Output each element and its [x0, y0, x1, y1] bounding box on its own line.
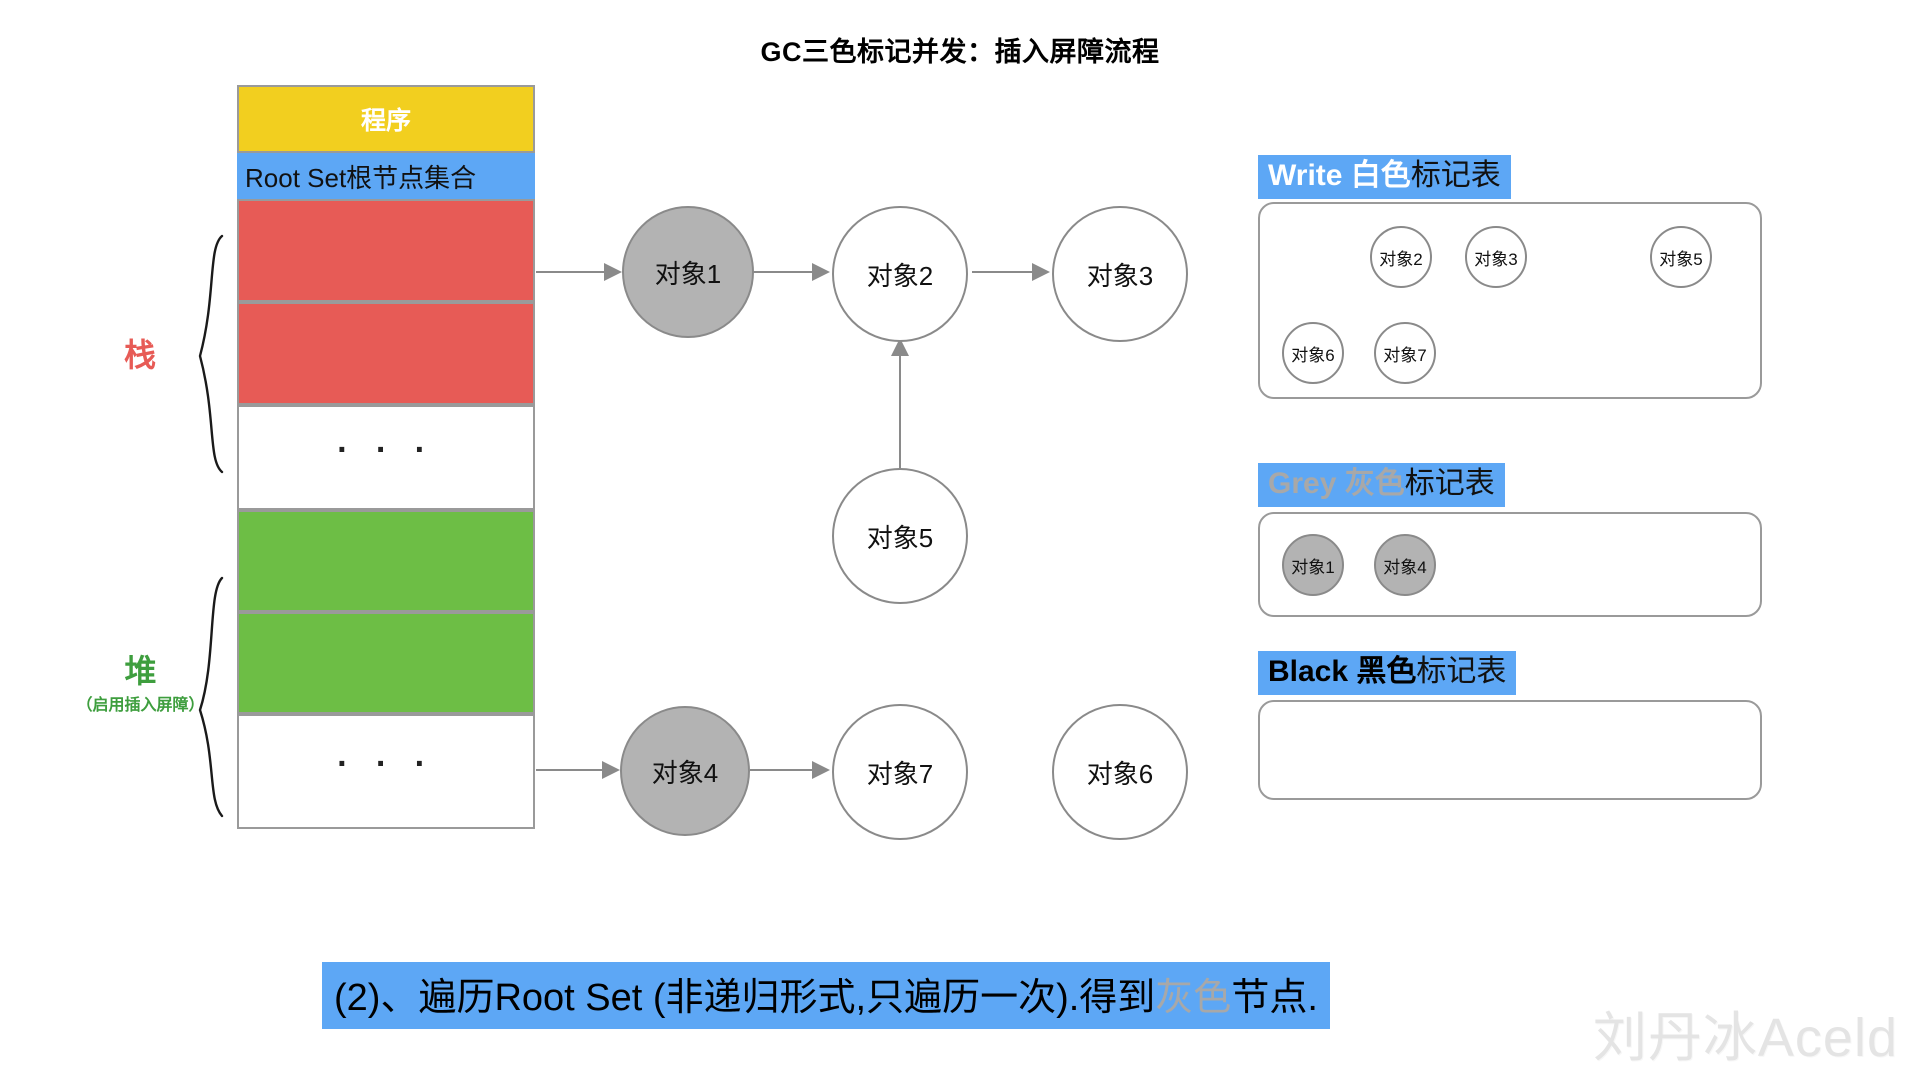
- graph-node-obj4[interactable]: 对象4: [620, 706, 750, 836]
- grey-table-title-color: 灰色: [1344, 467, 1405, 500]
- heap-region-label: 堆 （启用插入屏障）: [58, 653, 223, 715]
- white-mark-table: 对象2 对象3 对象5 对象6 对象7: [1258, 202, 1762, 399]
- black-table-title-tail: 标记表: [1416, 655, 1507, 688]
- heap-ellipsis-label: · · ·: [337, 745, 435, 783]
- watermark: 刘丹冰Aceld: [1592, 1008, 1898, 1068]
- white-table-chip-obj7-label: 对象7: [1383, 345, 1427, 365]
- stack-region-label: 栈: [123, 337, 156, 373]
- caption-prefix: (2)、遍历Root Set (非递归形式,只遍历一次).得到: [334, 977, 1156, 1019]
- graph-node-obj2-label: 对象2: [866, 260, 934, 291]
- white-table-title-tail: 标记表: [1410, 159, 1501, 192]
- graph-node-obj4-label: 对象4: [651, 757, 719, 788]
- black-table-title-en: Black: [1268, 655, 1349, 688]
- white-table-chip-obj2[interactable]: 对象2: [1370, 226, 1432, 288]
- white-table-chip-obj3-label: 对象3: [1474, 249, 1518, 269]
- white-mark-table-title: Write 白色标记表: [1258, 155, 1511, 199]
- grey-table-title-en: Grey: [1268, 467, 1337, 500]
- graph-node-obj5-label: 对象5: [866, 522, 934, 553]
- memory-block-stack-slot-1: [237, 199, 535, 302]
- memory-block-heap-ellipsis: · · ·: [237, 714, 535, 829]
- graph-node-obj1-label: 对象1: [654, 258, 722, 289]
- black-mark-table: [1258, 700, 1762, 800]
- white-table-chip-obj2-label: 对象2: [1379, 249, 1423, 269]
- caption-highlight: 灰色: [1155, 977, 1232, 1019]
- heap-region-label-main: 堆: [124, 653, 157, 689]
- page-title: GC三色标记并发：插入屏障流程: [760, 37, 1160, 67]
- white-table-chip-obj3[interactable]: 对象3: [1465, 226, 1527, 288]
- step-caption: (2)、遍历Root Set (非递归形式,只遍历一次).得到灰色节点.: [322, 962, 1330, 1029]
- memory-block-root-set-label: Root Set根节点集合: [245, 162, 477, 193]
- memory-column: 程序 Root Set根节点集合 · · · · · ·: [237, 85, 535, 829]
- graph-node-obj6[interactable]: 对象6: [1052, 704, 1188, 840]
- memory-block-heap-slot-1: [237, 510, 535, 612]
- graph-node-obj3-label: 对象3: [1086, 260, 1154, 291]
- memory-block-root-set: Root Set根节点集合: [237, 153, 535, 199]
- black-table-title-color: 黑色: [1356, 655, 1417, 688]
- grey-table-chip-obj4-label: 对象4: [1383, 557, 1427, 577]
- stack-ellipsis-label: · · ·: [337, 431, 435, 469]
- graph-node-obj2[interactable]: 对象2: [832, 206, 968, 342]
- white-table-title-en: Write: [1268, 159, 1343, 192]
- black-mark-table-title: Black 黑色标记表: [1258, 651, 1517, 695]
- grey-table-chip-obj1-label: 对象1: [1291, 557, 1335, 577]
- white-table-chip-obj5-label: 对象5: [1659, 249, 1703, 269]
- memory-block-program: 程序: [237, 85, 535, 153]
- grey-mark-table: 对象1 对象4: [1258, 512, 1762, 617]
- heap-region-label-note: （启用插入屏障）: [76, 696, 205, 714]
- white-table-chip-obj5[interactable]: 对象5: [1650, 226, 1712, 288]
- grey-table-title-tail: 标记表: [1404, 467, 1495, 500]
- white-table-chip-obj6[interactable]: 对象6: [1282, 322, 1344, 384]
- graph-node-obj1[interactable]: 对象1: [622, 206, 754, 338]
- white-table-title-color: 白色: [1350, 159, 1411, 192]
- memory-block-stack-slot-2: [237, 302, 535, 405]
- graph-node-obj3[interactable]: 对象3: [1052, 206, 1188, 342]
- graph-node-obj6-label: 对象6: [1086, 758, 1154, 789]
- white-table-chip-obj7[interactable]: 对象7: [1374, 322, 1436, 384]
- grey-table-chip-obj4[interactable]: 对象4: [1374, 534, 1436, 596]
- graph-node-obj7-label: 对象7: [866, 758, 934, 789]
- graph-node-obj7[interactable]: 对象7: [832, 704, 968, 840]
- white-table-chip-obj6-label: 对象6: [1291, 345, 1335, 365]
- graph-node-obj5[interactable]: 对象5: [832, 468, 968, 604]
- memory-block-stack-ellipsis: · · ·: [237, 405, 535, 510]
- grey-mark-table-title: Grey 灰色标记表: [1258, 463, 1505, 507]
- grey-table-chip-obj1[interactable]: 对象1: [1282, 534, 1344, 596]
- caption-suffix: 节点.: [1231, 977, 1318, 1019]
- memory-block-heap-slot-2: [237, 612, 535, 714]
- memory-block-program-label: 程序: [360, 107, 411, 135]
